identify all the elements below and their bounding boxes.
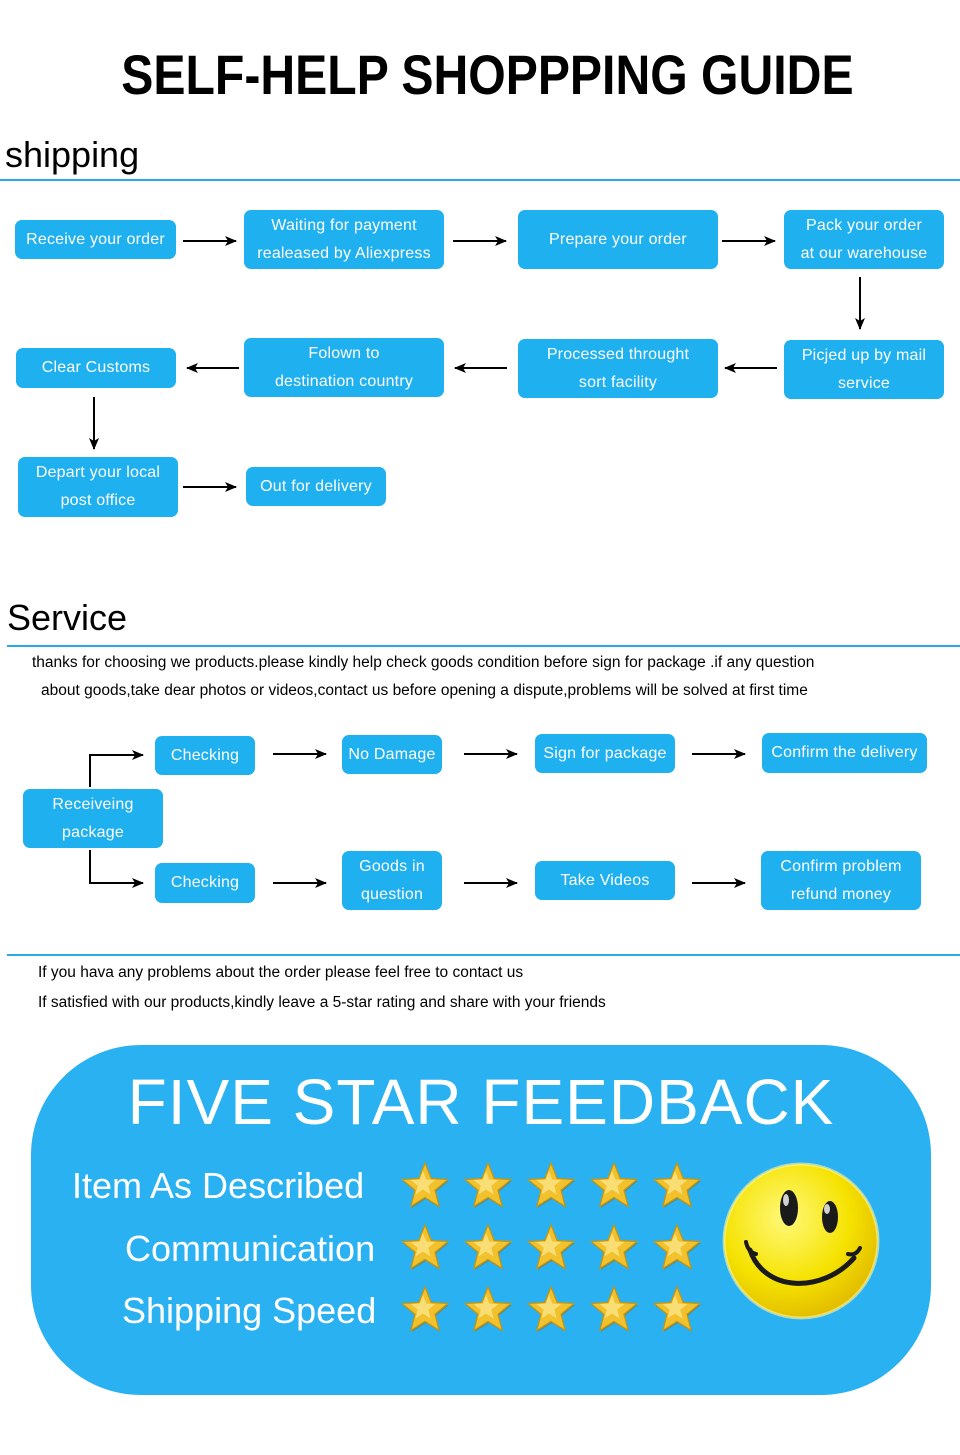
step-picked-up: Picjed up by mail service xyxy=(784,340,944,399)
notes-divider xyxy=(7,954,960,956)
step-receive-order: Receive your order xyxy=(15,220,176,259)
smiley-face-icon xyxy=(722,1162,880,1320)
rating-label-communication: Communication xyxy=(125,1228,376,1269)
service-take-videos: Take Videos xyxy=(535,861,675,900)
star-row xyxy=(400,1285,702,1335)
page-title: SELF-HELP SHOPPPING GUIDE xyxy=(121,43,854,106)
star-icon xyxy=(589,1223,639,1270)
step-label: Confirm problem xyxy=(780,857,902,875)
star-icon xyxy=(526,1285,576,1332)
star-icon xyxy=(463,1161,513,1208)
service-confirm-delivery: Confirm the delivery xyxy=(762,733,927,773)
shipping-heading: shipping xyxy=(5,134,140,175)
rating-label-shipping: Shipping Speed xyxy=(122,1290,377,1331)
service-intro-line: about goods,take dear photos or videos,c… xyxy=(41,682,808,699)
step-depart-post-office: Depart your local post office xyxy=(18,457,178,517)
step-label: Checking xyxy=(170,874,240,891)
step-label: refund money xyxy=(790,885,892,903)
step-label: Depart your local xyxy=(35,464,161,481)
step-label: Processed throught xyxy=(546,345,690,363)
service-divider xyxy=(7,645,960,647)
step-waiting-payment: Waiting for payment realeased by Aliexpr… xyxy=(244,210,444,269)
shipping-divider xyxy=(0,179,960,181)
star-icon xyxy=(463,1285,513,1332)
step-label: Prepare your order xyxy=(549,230,687,248)
rating-note: If satisfied with our products,kindly le… xyxy=(38,994,606,1011)
star-icon xyxy=(589,1285,639,1332)
star-icon xyxy=(400,1161,450,1208)
step-label: realeased by Aliexpress xyxy=(257,244,431,262)
service-heading: Service xyxy=(7,597,128,638)
step-label: Receive your order xyxy=(26,230,165,248)
step-label: sort facility xyxy=(578,373,658,391)
service-no-damage: No Damage xyxy=(342,735,442,774)
step-label: Goods in xyxy=(359,857,425,875)
step-processed: Processed throught sort facility xyxy=(518,339,718,398)
star-icon xyxy=(652,1285,702,1332)
step-label: Waiting for payment xyxy=(271,216,417,234)
step-clear-customs: Clear Customs xyxy=(16,348,176,388)
service-goods-in-question: Goods in question xyxy=(342,851,442,910)
service-intro-line: thanks for choosing we products.please k… xyxy=(32,654,815,671)
step-label: Take Videos xyxy=(560,871,650,889)
star-icon xyxy=(652,1223,702,1270)
star-icon xyxy=(400,1285,450,1332)
step-label: Picjed up by mail xyxy=(801,346,927,364)
step-label: at our warehouse xyxy=(800,244,928,262)
star-icon xyxy=(526,1161,576,1208)
step-label: service xyxy=(837,374,891,392)
step-label: Folown to xyxy=(308,344,380,362)
star-icon xyxy=(463,1223,513,1270)
service-checking-top: Checking xyxy=(155,736,255,775)
star-row xyxy=(400,1161,702,1211)
step-label: Confirm the delivery xyxy=(771,744,918,761)
service-start-receiving: Receiveing package xyxy=(23,789,163,848)
step-prepare-order: Prepare your order xyxy=(518,210,718,269)
service-sign-for-package: Sign for package xyxy=(535,734,675,773)
service-confirm-problem: Confirm problem refund money xyxy=(761,851,921,910)
feedback-title: FIVE STAR FEEDBACK xyxy=(127,1066,835,1138)
star-icon xyxy=(400,1223,450,1270)
step-label: No Damage xyxy=(348,745,436,763)
star-icon xyxy=(589,1161,639,1208)
star-icon xyxy=(526,1223,576,1270)
step-label: package xyxy=(62,823,124,841)
rating-label-item: Item As Described xyxy=(72,1165,365,1206)
step-label: Pack your order xyxy=(806,216,922,234)
branch-arrow-bottom xyxy=(89,850,144,888)
step-label: Clear Customs xyxy=(41,359,151,376)
step-out-for-delivery: Out for delivery xyxy=(246,467,386,506)
star-row xyxy=(400,1223,702,1273)
step-label: Receiveing xyxy=(52,795,134,813)
step-label: question xyxy=(360,885,424,903)
branch-arrow-top xyxy=(89,750,144,787)
service-checking-bottom: Checking xyxy=(155,863,255,903)
step-pack-order: Pack your order at our warehouse xyxy=(784,210,944,269)
step-label: destination country xyxy=(274,372,414,390)
step-label: Out for delivery xyxy=(260,477,372,495)
contact-note: If you hava any problems about the order… xyxy=(38,964,524,981)
step-label: post office xyxy=(60,492,136,509)
star-icon xyxy=(652,1161,702,1208)
step-flown: Folown to destination country xyxy=(244,338,444,397)
step-label: Checking xyxy=(170,746,240,764)
step-label: Sign for package xyxy=(543,744,667,762)
